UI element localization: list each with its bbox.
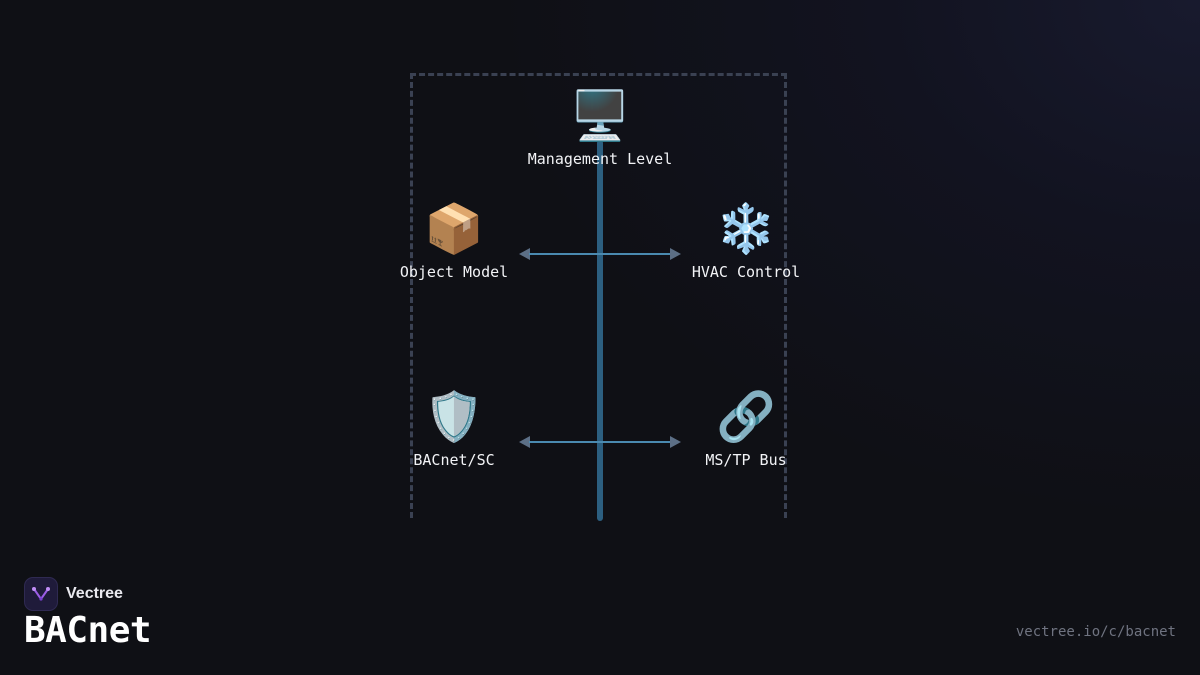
brand-name: Vectree <box>66 585 123 602</box>
node-bacnet-sc: 🛡️ BACnet/SC <box>384 389 524 469</box>
node-label: Object Model <box>399 263 509 281</box>
node-label: Management Level <box>527 150 673 168</box>
link-icon: 🔗 <box>716 389 776 445</box>
node-object-model: 📦 Object Model <box>384 201 524 281</box>
arrow-line <box>529 253 671 255</box>
node-hvac-control: ❄️ HVAC Control <box>676 201 816 281</box>
node-management-level: 🖥️ Management Level <box>520 88 680 168</box>
node-label: HVAC Control <box>691 263 801 281</box>
arrowhead-right <box>670 248 681 260</box>
shield-icon: 🛡️ <box>424 389 484 445</box>
desktop-computer-icon: 🖥️ <box>570 88 630 144</box>
vectree-logo-icon <box>24 577 58 611</box>
page-title: BACnet <box>24 610 152 651</box>
arrowhead-left <box>519 248 530 260</box>
source-url: vectree.io/c/bacnet <box>1015 624 1176 640</box>
arrowhead-left <box>519 436 530 448</box>
central-bus-line <box>597 140 603 521</box>
package-icon: 📦 <box>424 201 484 257</box>
node-label: BACnet/SC <box>413 451 495 469</box>
brand-header: Vectree <box>24 577 123 611</box>
arrow-object-model-hvac <box>519 248 681 260</box>
node-mstp-bus: 🔗 MS/TP Bus <box>676 389 816 469</box>
arrowhead-right <box>670 436 681 448</box>
arrow-line <box>529 441 671 443</box>
arrow-bacnet-sc-mstp <box>519 436 681 448</box>
snowflake-icon: ❄️ <box>716 201 776 257</box>
node-label: MS/TP Bus <box>705 451 787 469</box>
dashed-boundary <box>410 73 787 518</box>
